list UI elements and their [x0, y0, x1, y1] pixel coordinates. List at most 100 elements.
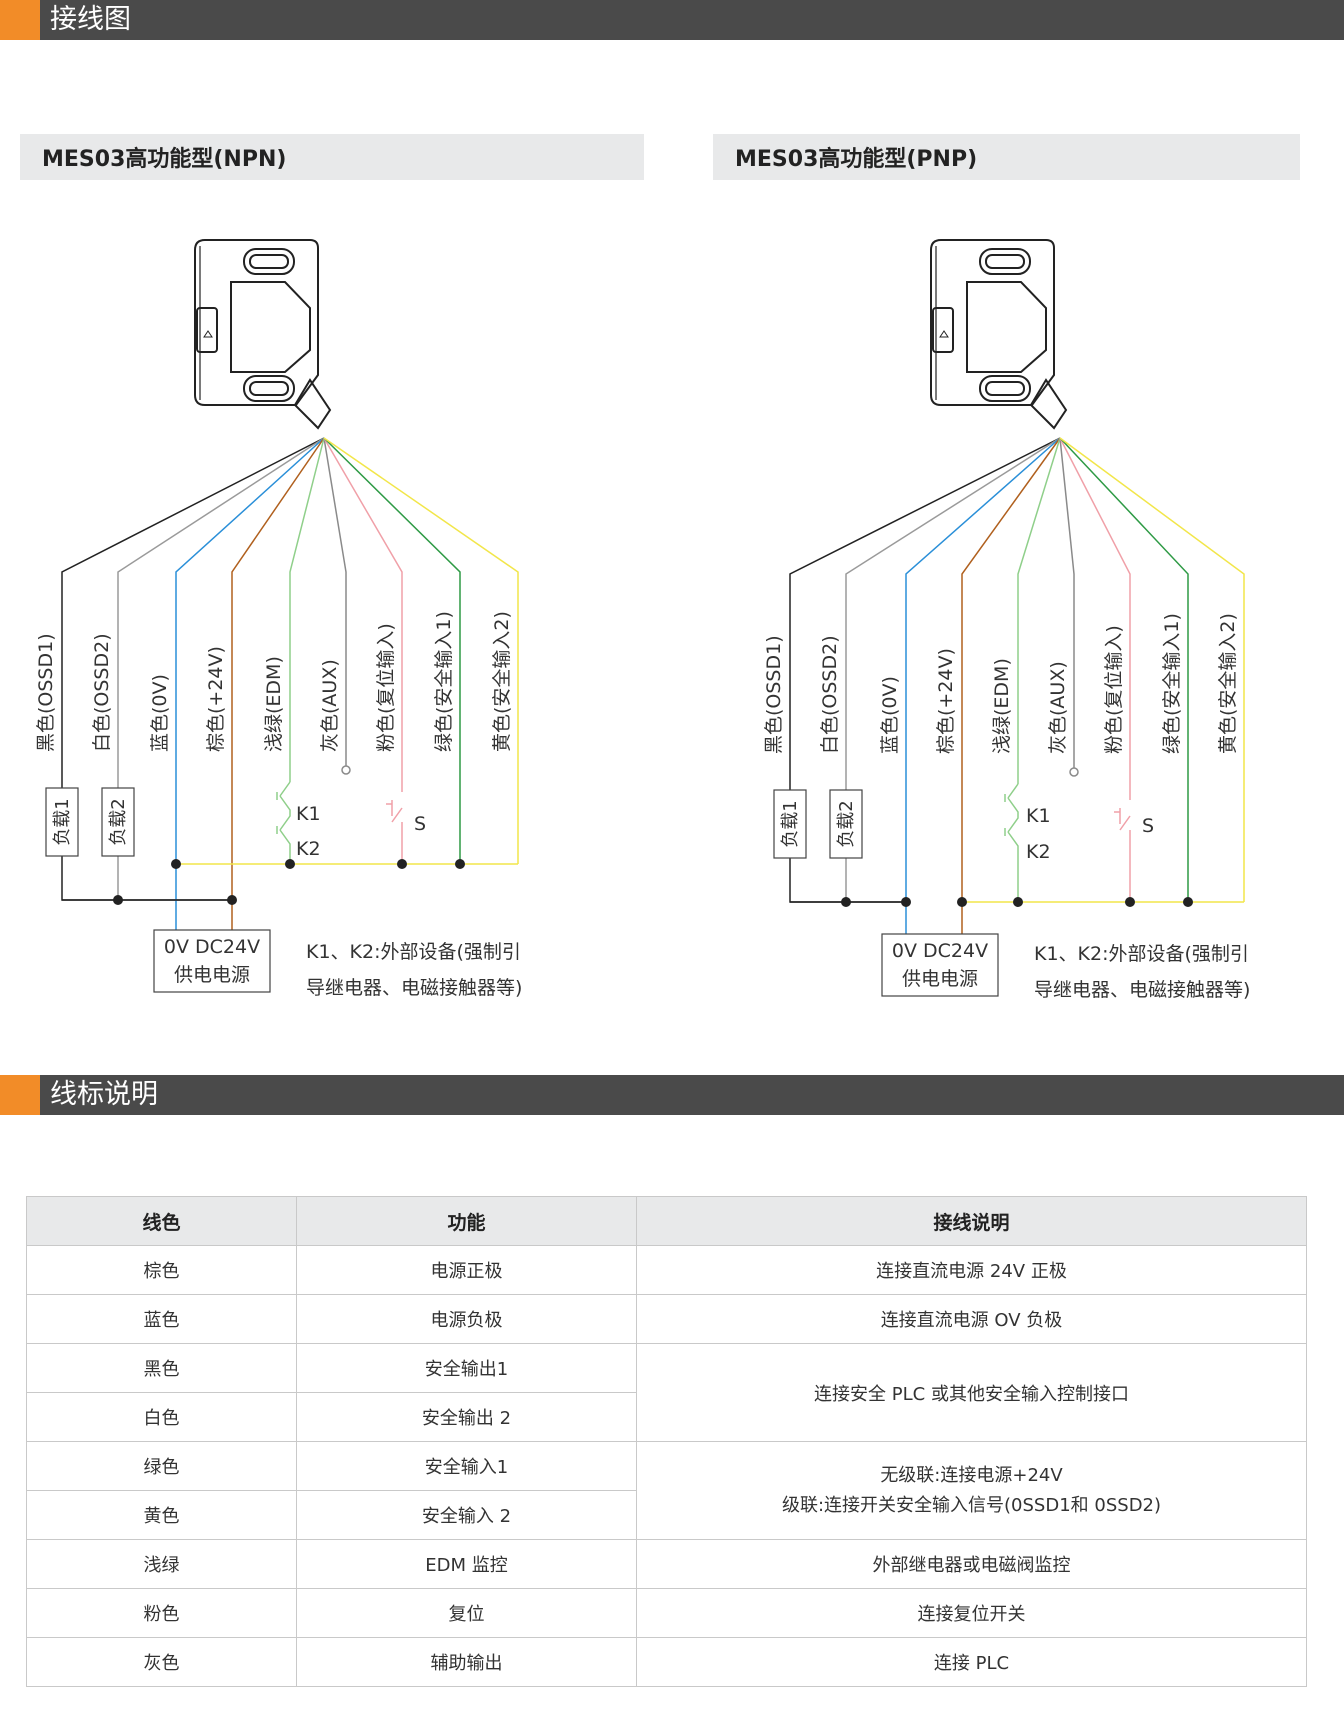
reset-switch — [1114, 808, 1131, 902]
section-header-wiring: 接线图 — [0, 0, 1344, 40]
cell-color: 白色 — [26, 1392, 297, 1442]
table-row: 黄色 安全输入 2 — [26, 1490, 1307, 1540]
wire-label-yellow: 黄色(安全输入2) — [1217, 613, 1239, 754]
section-header-legend: 线标说明 — [0, 1075, 1344, 1115]
table-row: 黑色 安全输出1 连接安全 PLC 或其他安全输入控制接口 — [26, 1343, 1307, 1442]
load2-label: 负载2 — [836, 800, 857, 847]
desc-line: 级联:连接开关安全输入信号(0SSD1和 0SSD2) — [781, 1494, 1162, 1516]
note-line2: 导继电器、电磁接触器等) — [1034, 979, 1250, 1001]
cell-function: 安全输出 2 — [296, 1392, 637, 1442]
wire-legend-table: 线色 功能 接线说明 棕色 电源正极 连接直流电源 24V 正极 蓝色 电源负极… — [26, 1196, 1307, 1687]
cell-color: 浅绿 — [26, 1539, 297, 1589]
cell-function: 安全输入1 — [296, 1441, 637, 1491]
cell-desc: 连接安全 PLC 或其他安全输入控制接口 — [636, 1343, 1307, 1442]
sensor-body — [930, 239, 1068, 430]
wire-label-brown: 棕色(+24V) — [205, 646, 227, 752]
psu-box — [881, 933, 999, 997]
wire-label-yellow: 黄色(安全输入2) — [491, 611, 513, 752]
note-line2: 导继电器、电磁接触器等) — [306, 977, 522, 999]
cell-color: 粉色 — [26, 1588, 297, 1638]
note-line1: K1、K2:外部设备(强制引 — [306, 941, 521, 963]
pnp-subheader: MES03高功能型(PNP) — [713, 134, 1300, 180]
pnp-wire-labels: 黑色(OSSD1) 白色(OSSD2) 蓝色(0V) 棕色(+24V) 浅绿(E… — [763, 613, 1239, 754]
load1-box — [45, 787, 79, 857]
wire-label-pink: 粉色(复位输入) — [375, 623, 397, 752]
wire-label-lightgreen: 浅绿(EDM) — [263, 656, 285, 752]
pnp-title: MES03高功能型(PNP) — [735, 147, 978, 172]
s-label: S — [414, 813, 426, 835]
table-row: 粉色 复位 连接复位开关 — [26, 1588, 1307, 1638]
note-line1: K1、K2:外部设备(强制引 — [1034, 943, 1249, 965]
reset-switch — [386, 800, 403, 864]
cell-color: 黄色 — [26, 1490, 297, 1540]
table-header-row: 线色 功能 接线说明 — [26, 1196, 1307, 1246]
wire-label-brown: 棕色(+24V) — [935, 648, 957, 754]
cell-desc: 连接复位开关 — [636, 1588, 1307, 1638]
table-row: 棕色 电源正极 连接直流电源 24V 正极 — [26, 1245, 1307, 1295]
cell-color: 棕色 — [26, 1245, 297, 1295]
header-function: 功能 — [296, 1196, 637, 1246]
switch-k1-k2 — [1004, 783, 1019, 902]
cell-color: 蓝色 — [26, 1294, 297, 1344]
wire-label-blue: 蓝色(0V) — [149, 674, 171, 752]
table-row: 浅绿 EDM 监控 外部继电器或电磁阀监控 — [26, 1539, 1307, 1589]
wire-label-pink: 粉色(复位输入) — [1103, 625, 1125, 754]
bus-lines — [62, 863, 518, 901]
cell-desc: 连接 PLC — [636, 1637, 1307, 1687]
switch-k1-k2 — [276, 781, 291, 864]
k1-label: K1 — [1026, 805, 1051, 827]
cell-color: 绿色 — [26, 1441, 297, 1491]
load1-label: 负载1 — [52, 798, 73, 845]
cell-function: 电源负极 — [296, 1294, 637, 1344]
load2-box — [829, 789, 863, 859]
k1-label: K1 — [296, 803, 321, 825]
npn-wiring-diagram: 负载1 负载2 黑色(OSSD1) 白色(OSSD2) 蓝色(0V) 棕色(+2… — [35, 239, 522, 999]
k2-label: K2 — [1026, 841, 1051, 863]
cell-desc: 连接直流电源 24V 正极 — [636, 1245, 1307, 1295]
table-row: 灰色 辅助输出 连接 PLC — [26, 1637, 1307, 1687]
wire-label-lightgreen: 浅绿(EDM) — [991, 658, 1013, 754]
cell-function: 安全输出1 — [296, 1343, 637, 1393]
cell-function: EDM 监控 — [296, 1539, 637, 1589]
wire-label-green: 绿色(安全输入1) — [1161, 613, 1183, 754]
cell-desc: 无级联:连接电源+24V 级联:连接开关安全输入信号(0SSD1和 0SSD2) — [636, 1441, 1307, 1540]
junction-dots — [113, 859, 465, 905]
wire-label-white: 白色(OSSD2) — [819, 635, 841, 754]
load1-label: 负载1 — [780, 800, 801, 847]
npn-wire-labels: 黑色(OSSD1) 白色(OSSD2) 蓝色(0V) 棕色(+24V) 浅绿(E… — [35, 611, 513, 752]
npn-subheader: MES03高功能型(NPN) — [20, 134, 644, 180]
cell-function: 安全输入 2 — [296, 1490, 637, 1540]
cell-desc: 外部继电器或电磁阀监控 — [636, 1539, 1307, 1589]
wire-label-blue: 蓝色(0V) — [879, 676, 901, 754]
cell-function: 复位 — [296, 1588, 637, 1638]
table-row: 蓝色 电源负极 连接直流电源 OV 负极 — [26, 1294, 1307, 1344]
section-title: 接线图 — [50, 4, 131, 35]
cell-color: 灰色 — [26, 1637, 297, 1687]
wire-label-gray: 灰色(AUX) — [1047, 661, 1069, 754]
wire-label-black: 黑色(OSSD1) — [763, 635, 785, 754]
cell-function: 辅助输出 — [296, 1637, 637, 1687]
cell-color: 黑色 — [26, 1343, 297, 1393]
section-accent — [0, 1075, 40, 1115]
load2-label: 负载2 — [108, 798, 129, 845]
wire-label-gray: 灰色(AUX) — [319, 659, 341, 752]
cell-function: 电源正极 — [296, 1245, 637, 1295]
cell-desc: 连接直流电源 OV 负极 — [636, 1294, 1307, 1344]
aux-terminal-icon — [1069, 767, 1079, 777]
table-row: 绿色 安全输入1 无级联:连接电源+24V 级联:连接开关安全输入信号(0SSD… — [26, 1441, 1307, 1540]
desc-line: 无级联:连接电源+24V — [880, 1464, 1063, 1486]
header-desc: 接线说明 — [636, 1196, 1307, 1246]
pnp-wiring-diagram: 负载1 负载2 黑色(OSSD1) 白色(OSSD2) 蓝色(0V) 棕色(+2… — [763, 239, 1250, 1001]
psu-line1: 0V DC24V — [164, 936, 260, 958]
wire-label-black: 黑色(OSSD1) — [35, 633, 57, 752]
section-accent — [0, 0, 40, 40]
psu-line2: 供电电源 — [902, 968, 978, 990]
sensor-body — [194, 239, 332, 430]
load2-box — [101, 787, 135, 857]
header-color: 线色 — [26, 1196, 297, 1246]
wire-label-green: 绿色(安全输入1) — [433, 611, 455, 752]
k2-label: K2 — [296, 838, 321, 860]
psu-line1: 0V DC24V — [892, 940, 988, 962]
junction-dots — [841, 897, 1193, 907]
npn-title: MES03高功能型(NPN) — [42, 147, 287, 172]
